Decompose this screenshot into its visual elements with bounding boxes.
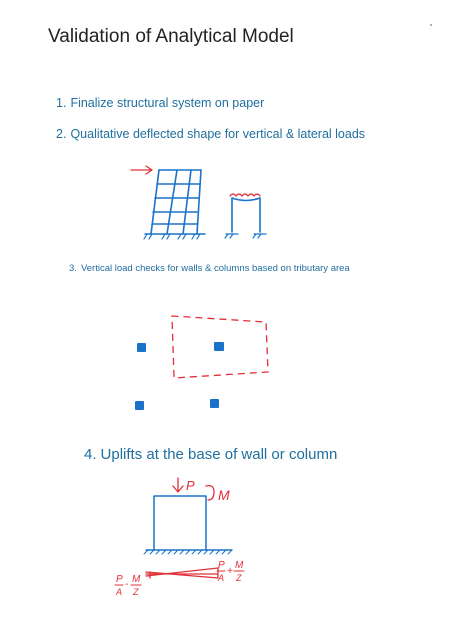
- uplift-sketch: P M P A - M Z P A + M Z: [114, 477, 245, 597]
- load-label: P: [186, 478, 195, 493]
- eq-left-op: -: [125, 579, 129, 590]
- eq-right-m: M: [235, 560, 244, 571]
- moment-label: M: [218, 487, 230, 503]
- list-item-number: 3.: [69, 263, 77, 274]
- eq-right-op: +: [227, 566, 233, 577]
- column-marker: [137, 343, 146, 352]
- deflected-shape-sketch: [130, 165, 267, 240]
- eq-left-a: A: [115, 587, 122, 597]
- eq-right-p: P: [218, 560, 225, 571]
- list-item-4: 4.Uplifts at the base of wall or column: [84, 446, 337, 463]
- tributary-area-sketch: [135, 315, 269, 410]
- list-item-number: 1.: [56, 96, 67, 110]
- list-item-text: Vertical load checks for walls & columns…: [80, 263, 350, 274]
- column-marker: [214, 342, 224, 351]
- stray-dot: [430, 24, 432, 26]
- list-item-number: 2.: [56, 127, 67, 141]
- eq-right-z: Z: [235, 573, 242, 583]
- column-marker: [135, 401, 144, 410]
- eq-left-m: M: [132, 574, 141, 585]
- list-item-text: Uplifts at the base of wall or column: [100, 446, 338, 463]
- list-item-text: Qualitative deflected shape for vertical…: [70, 127, 366, 141]
- column-marker: [210, 399, 219, 408]
- list-item-number: 4.: [84, 446, 97, 463]
- list-item-2: 2.Qualitative deflected shape for vertic…: [56, 127, 365, 141]
- eq-right-a: A: [217, 573, 224, 583]
- eq-left-p: P: [116, 574, 123, 585]
- list-item-3: 3.Vertical load checks for walls & colum…: [69, 263, 350, 274]
- list-item-text: Finalize structural system on paper: [70, 96, 265, 110]
- list-item-1: 1.Finalize structural system on paper: [56, 96, 264, 110]
- page-title: Validation of Analytical Model: [48, 26, 294, 47]
- eq-left-z: Z: [132, 587, 139, 597]
